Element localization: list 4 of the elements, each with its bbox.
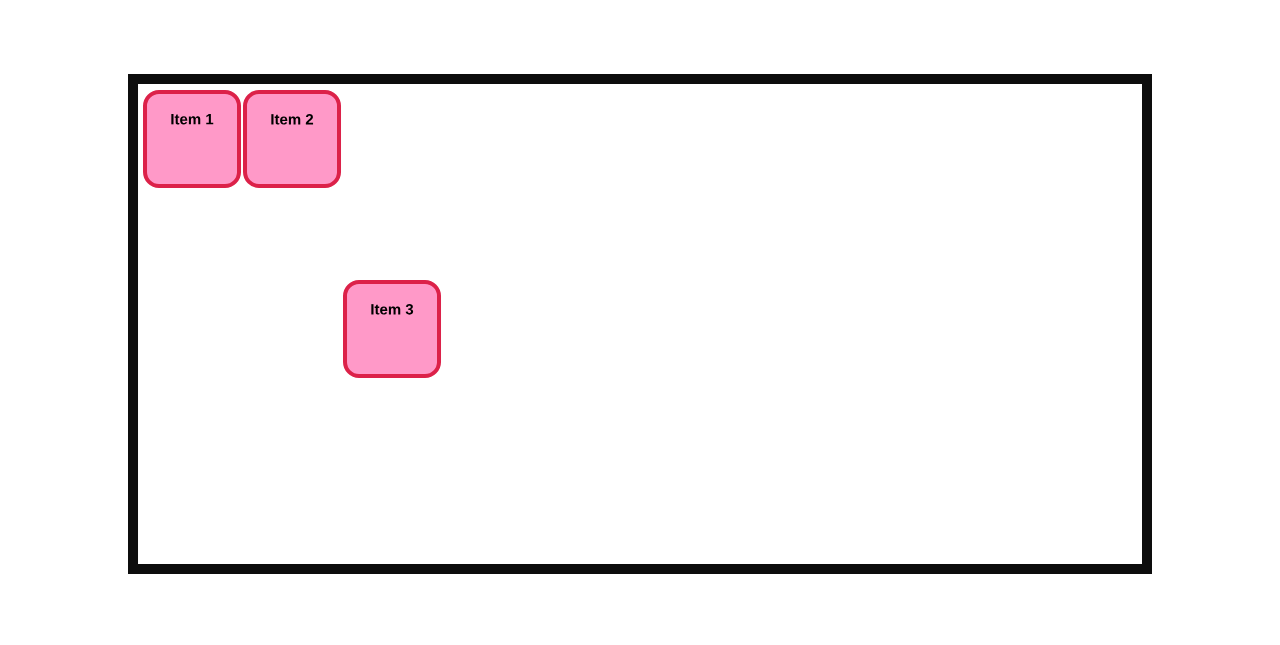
item-box: Item 1 — [143, 90, 241, 188]
item-box: Item 2 — [243, 90, 341, 188]
item-box: Item 3 — [343, 280, 441, 378]
container-frame — [128, 74, 1152, 574]
